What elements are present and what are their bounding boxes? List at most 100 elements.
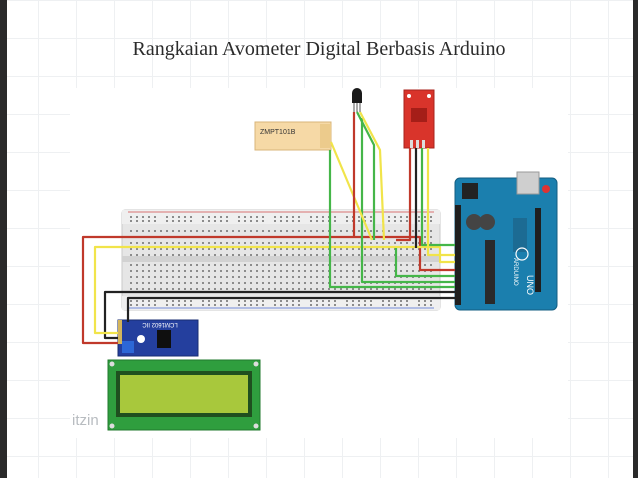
breadboard-hole (232, 276, 234, 278)
breadboard-hole (280, 220, 282, 222)
breadboard-hole (184, 220, 186, 222)
breadboard-hole (262, 288, 264, 290)
breadboard-hole (172, 254, 174, 256)
breadboard-hole (244, 248, 246, 250)
breadboard-hole (178, 242, 180, 244)
breadboard-hole (274, 254, 276, 256)
breadboard-hole (130, 300, 132, 302)
breadboard-hole (340, 242, 342, 244)
breadboard-hole (364, 254, 366, 256)
breadboard-hole (358, 288, 360, 290)
breadboard-hole (250, 220, 252, 222)
breadboard-hole (304, 248, 306, 250)
breadboard-hole (196, 264, 198, 266)
breadboard-hole (286, 288, 288, 290)
breadboard-hole (166, 288, 168, 290)
breadboard-hole (142, 304, 144, 306)
breadboard-hole (196, 242, 198, 244)
breadboard-hole (370, 304, 372, 306)
breadboard-hole (352, 254, 354, 256)
breadboard-hole (382, 254, 384, 256)
breadboard-hole (160, 288, 162, 290)
breadboard-hole (262, 304, 264, 306)
lcd-backpack-label: LCM1602 IIC (142, 321, 178, 327)
breadboard-hole (184, 288, 186, 290)
breadboard-hole (412, 230, 414, 232)
breadboard-hole (286, 304, 288, 306)
breadboard-hole (148, 304, 150, 306)
breadboard (121, 209, 441, 311)
breadboard-hole (352, 264, 354, 266)
breadboard-hole (340, 282, 342, 284)
breadboard-hole (214, 220, 216, 222)
breadboard-hole (136, 282, 138, 284)
breadboard-hole (238, 248, 240, 250)
breadboard-hole (262, 220, 264, 222)
breadboard-hole (298, 276, 300, 278)
breadboard-hole (316, 276, 318, 278)
breadboard-hole (352, 248, 354, 250)
breadboard-hole (172, 264, 174, 266)
breadboard-hole (376, 248, 378, 250)
wire-red-sensor (396, 148, 412, 242)
breadboard-hole (256, 242, 258, 244)
breadboard-hole (142, 270, 144, 272)
breadboard-hole (154, 304, 156, 306)
breadboard-hole (148, 276, 150, 278)
breadboard-hole (208, 288, 210, 290)
breadboard-hole (166, 216, 168, 218)
breadboard-hole (154, 220, 156, 222)
breadboard-hole (292, 248, 294, 250)
breadboard-hole (298, 242, 300, 244)
breadboard-hole (238, 288, 240, 290)
breadboard-hole (334, 216, 336, 218)
breadboard-hole (328, 304, 330, 306)
breadboard-hole (214, 264, 216, 266)
breadboard-hole (370, 264, 372, 266)
breadboard-hole (160, 264, 162, 266)
breadboard-hole (316, 220, 318, 222)
breadboard-hole (238, 230, 240, 232)
wire-yellow-zmpt (329, 141, 374, 241)
breadboard-hole (304, 254, 306, 256)
breadboard-hole (256, 276, 258, 278)
breadboard-hole (334, 288, 336, 290)
breadboard-hole (322, 270, 324, 272)
breadboard-hole (310, 216, 312, 218)
breadboard-hole (358, 230, 360, 232)
slide-right-edge (633, 0, 638, 478)
breadboard-hole (184, 264, 186, 266)
breadboard-hole (148, 230, 150, 232)
breadboard-hole (172, 288, 174, 290)
breadboard-hole (358, 254, 360, 256)
breadboard-hole (328, 300, 330, 302)
breadboard-hole (226, 304, 228, 306)
breadboard-hole (226, 216, 228, 218)
breadboard-hole (370, 300, 372, 302)
breadboard-hole (358, 304, 360, 306)
breadboard-hole (202, 242, 204, 244)
breadboard-hole (364, 248, 366, 250)
breadboard-hole (364, 300, 366, 302)
breadboard-hole (244, 242, 246, 244)
breadboard-hole (370, 248, 372, 250)
breadboard-hole (412, 242, 414, 244)
breadboard-hole (394, 300, 396, 302)
breadboard-hole (298, 220, 300, 222)
breadboard-hole (268, 230, 270, 232)
breadboard-hole (166, 282, 168, 284)
breadboard-hole (160, 276, 162, 278)
breadboard-hole (286, 230, 288, 232)
breadboard-hole (286, 276, 288, 278)
current-sensor-module (403, 89, 435, 149)
breadboard-hole (346, 216, 348, 218)
breadboard-hole (304, 282, 306, 284)
breadboard-hole (358, 248, 360, 250)
breadboard-hole (196, 248, 198, 250)
breadboard-hole (178, 276, 180, 278)
breadboard-hole (424, 304, 426, 306)
breadboard-hole (370, 220, 372, 222)
breadboard-hole (232, 288, 234, 290)
breadboard-hole (178, 216, 180, 218)
breadboard-hole (238, 304, 240, 306)
